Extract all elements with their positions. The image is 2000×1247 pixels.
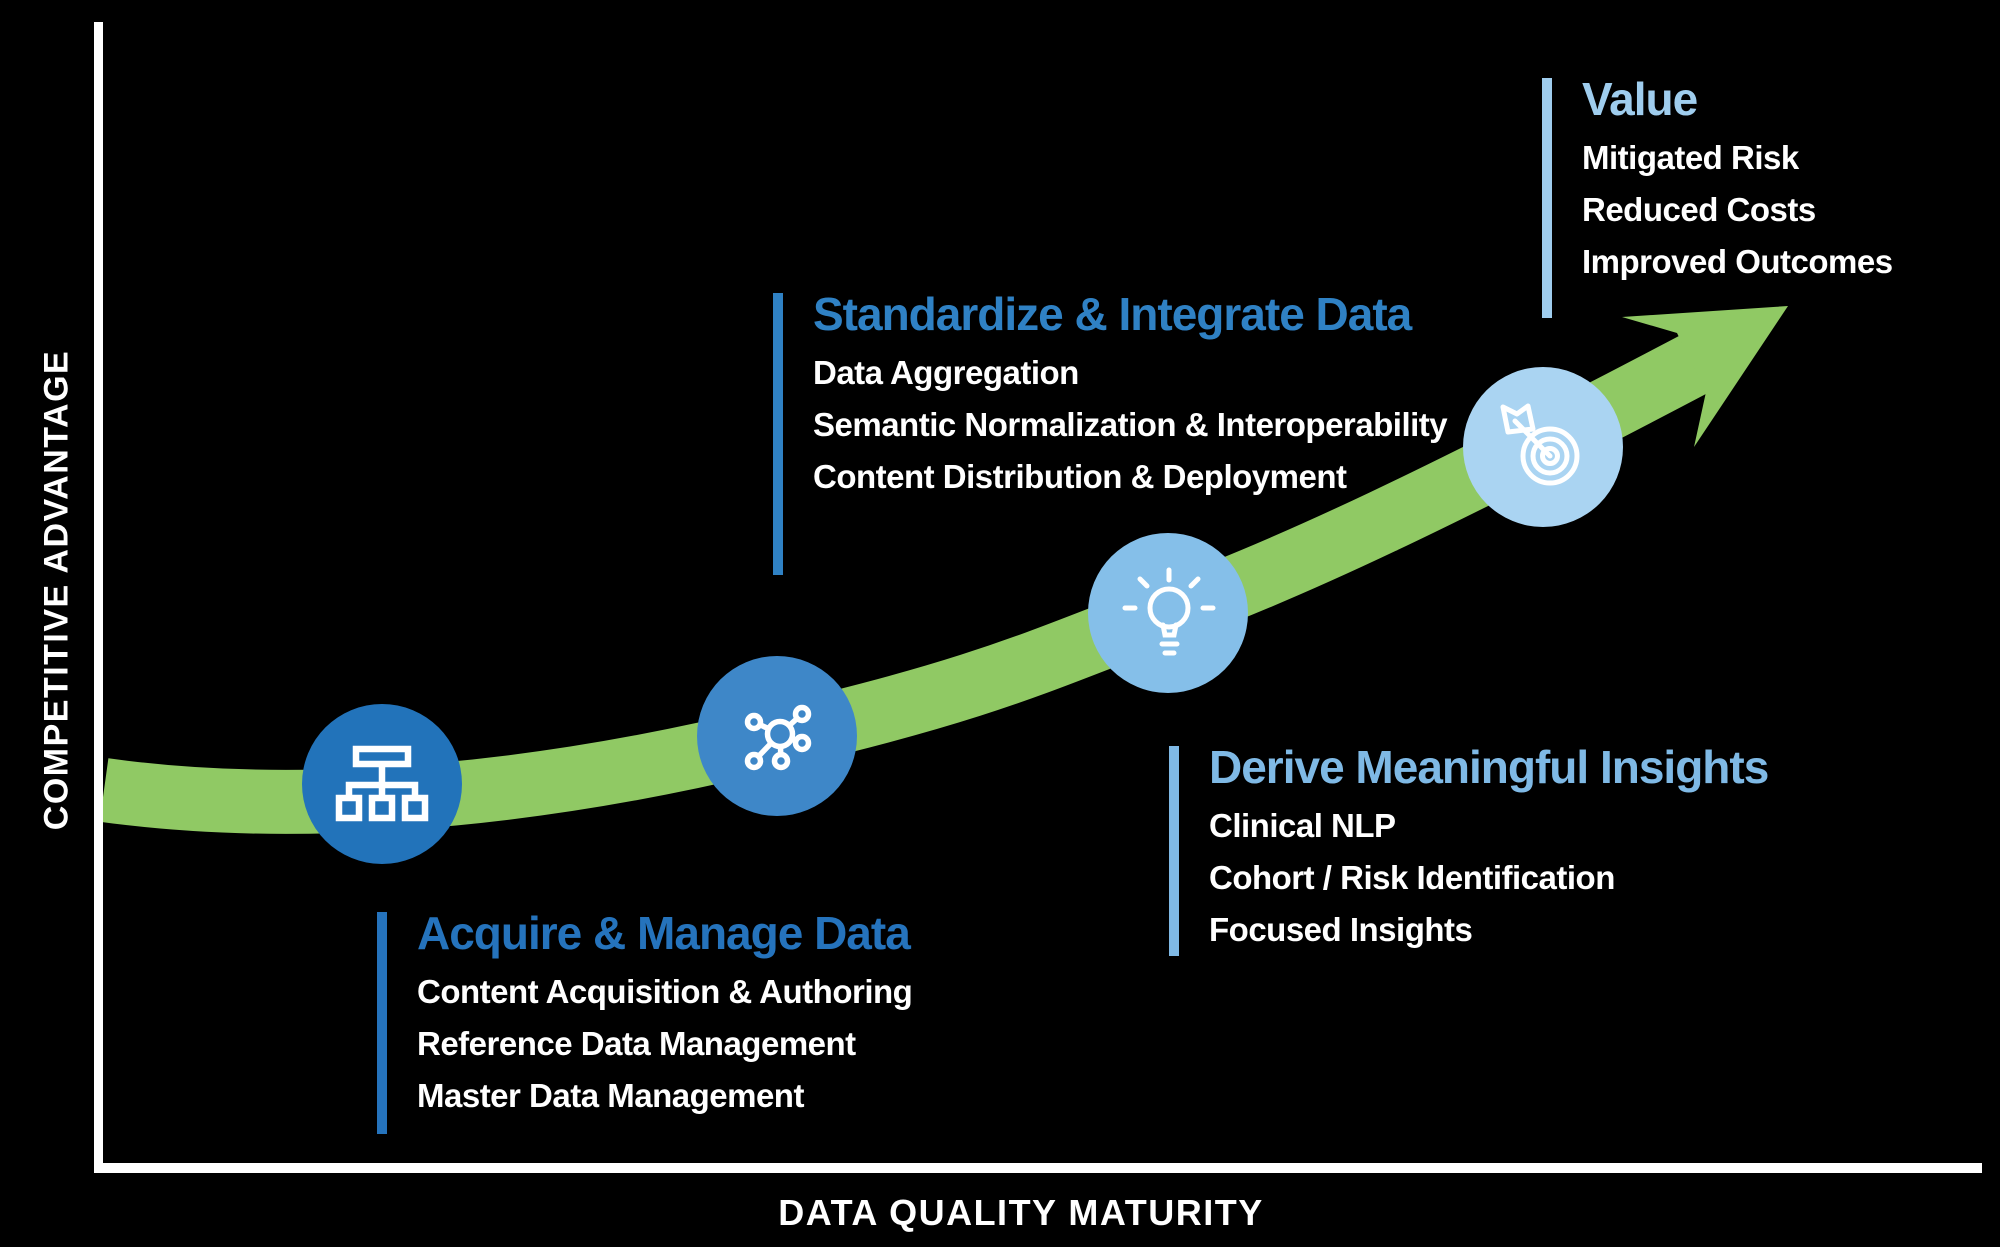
stage-title-value: Value (1582, 73, 1698, 125)
stage-accent-bar (773, 293, 783, 575)
stage-item: Master Data Management (417, 1077, 804, 1114)
stage-item: Clinical NLP (1209, 807, 1396, 844)
stage-item: Semantic Normalization & Interoperabilit… (813, 406, 1448, 443)
stage-title-standardize: Standardize & Integrate Data (813, 288, 1412, 340)
stage-block-standardize: Standardize & Integrate Data Data Aggreg… (773, 288, 1448, 575)
stage-title-derive: Derive Meaningful Insights (1209, 741, 1769, 793)
x-axis-line (94, 1163, 1982, 1173)
stage-block-value: Value Mitigated Risk Reduced Costs Impro… (1542, 73, 1893, 318)
network-hub-icon (744, 704, 812, 771)
stage-marker-acquire (302, 704, 462, 864)
stage-block-derive: Derive Meaningful Insights Clinical NLP … (1169, 741, 1769, 956)
stage-accent-bar (1542, 78, 1552, 318)
stage-item: Content Distribution & Deployment (813, 458, 1347, 495)
stage-item: Focused Insights (1209, 911, 1473, 948)
stage-item: Improved Outcomes (1582, 243, 1893, 280)
stage-accent-bar (1169, 746, 1179, 956)
stage-marker-standardize (697, 656, 857, 816)
stage-marker-value (1463, 367, 1623, 527)
lightbulb-icon (1122, 567, 1216, 656)
stage-block-acquire: Acquire & Manage Data Content Acquisitio… (377, 907, 913, 1134)
stage-item: Reduced Costs (1582, 191, 1816, 228)
stage-item: Data Aggregation (813, 354, 1079, 391)
stage-item: Reference Data Management (417, 1025, 856, 1062)
stage-item: Content Acquisition & Authoring (417, 973, 913, 1010)
y-axis-label: COMPETITIVE ADVANTAGE (37, 349, 76, 831)
stage-item: Mitigated Risk (1582, 139, 1799, 176)
y-axis-line (94, 22, 103, 1172)
curve-arrowhead-icon (1622, 306, 1788, 447)
target-arrow-icon (1500, 403, 1580, 486)
stage-accent-bar (377, 912, 387, 1134)
x-axis-label: DATA QUALITY MATURITY (778, 1192, 1264, 1233)
stage-item: Cohort / Risk Identification (1209, 859, 1615, 896)
stage-marker-derive (1088, 533, 1248, 693)
stage-title-acquire: Acquire & Manage Data (417, 907, 911, 959)
org-chart-icon (335, 745, 429, 822)
